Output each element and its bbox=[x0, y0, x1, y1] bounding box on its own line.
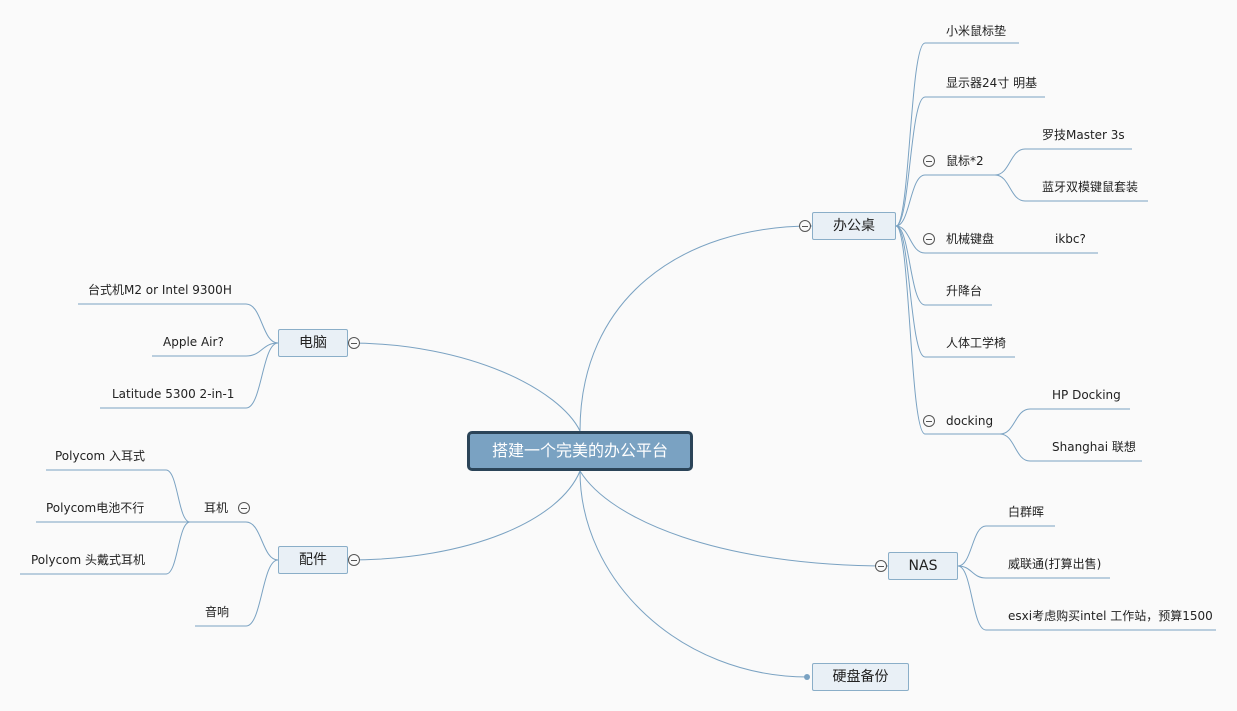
collapse-office-desk-icon[interactable] bbox=[799, 220, 811, 232]
branch-dot-icon bbox=[804, 674, 810, 680]
link-root-nas bbox=[579, 470, 889, 567]
topic-speaker[interactable]: 音响 bbox=[205, 605, 230, 619]
topic-keyboard[interactable]: 机械键盘 bbox=[946, 232, 995, 246]
collapse-earphones-icon[interactable] bbox=[238, 502, 250, 514]
topic-mouse[interactable]: 鼠标*2 bbox=[946, 154, 984, 168]
link-root-office-desk bbox=[579, 225, 813, 432]
topic-keyboard-item-1[interactable]: ikbc? bbox=[1055, 232, 1086, 246]
topic-computer-item-3[interactable]: Latitude 5300 2-in-1 bbox=[112, 387, 235, 401]
topic-mouse-pad[interactable]: 小米鼠标垫 bbox=[946, 24, 1007, 38]
topic-docking-item-2[interactable]: Shanghai 联想 bbox=[1052, 440, 1136, 454]
link-root-disk-backup bbox=[579, 470, 809, 678]
collapse-keyboard-icon[interactable] bbox=[923, 233, 935, 245]
topic-office-desk[interactable]: 办公桌 bbox=[812, 212, 896, 240]
topic-monitor[interactable]: 显示器24寸 明基 bbox=[946, 76, 1038, 90]
topic-lift-table[interactable]: 升降台 bbox=[946, 284, 983, 298]
collapse-accessories-icon[interactable] bbox=[348, 554, 360, 566]
topic-chair[interactable]: 人体工学椅 bbox=[946, 336, 1007, 350]
collapse-docking-icon[interactable] bbox=[923, 415, 935, 427]
topic-docking-item-1[interactable]: HP Docking bbox=[1052, 388, 1121, 402]
topic-docking[interactable]: docking bbox=[946, 414, 994, 428]
topic-earphones[interactable]: 耳机 bbox=[204, 501, 229, 515]
topic-disk-backup[interactable]: 硬盘备份 bbox=[812, 663, 909, 691]
topic-earphones-item-1[interactable]: Polycom 入耳式 bbox=[55, 449, 146, 463]
topic-nas[interactable]: NAS bbox=[888, 552, 958, 580]
collapse-mouse-icon[interactable] bbox=[923, 155, 935, 167]
topic-nas-item-2[interactable]: 威联通(打算出售) bbox=[1008, 557, 1102, 571]
link-root-accessories bbox=[347, 470, 581, 561]
root-topic[interactable]: 搭建一个完美的办公平台 bbox=[467, 431, 693, 471]
collapse-computer-icon[interactable] bbox=[348, 337, 360, 349]
topic-nas-item-1[interactable]: 白群晖 bbox=[1008, 505, 1045, 519]
collapse-nas-icon[interactable] bbox=[875, 560, 887, 572]
topic-computer-item-1[interactable]: 台式机M2 or Intel 9300H bbox=[88, 283, 232, 297]
topic-earphones-item-2[interactable]: Polycom电池不行 bbox=[46, 501, 145, 515]
topic-earphones-item-3[interactable]: Polycom 头戴式耳机 bbox=[31, 553, 146, 567]
topic-computer-item-2[interactable]: Apple Air? bbox=[163, 335, 224, 349]
link-root-computer bbox=[347, 342, 581, 432]
topic-mouse-item-1[interactable]: 罗技Master 3s bbox=[1042, 128, 1125, 142]
topic-mouse-item-2[interactable]: 蓝牙双模键鼠套装 bbox=[1042, 180, 1139, 194]
topic-accessories[interactable]: 配件 bbox=[278, 546, 348, 574]
topic-nas-item-3[interactable]: esxi考虑购买intel 工作站，预算1500 bbox=[1008, 609, 1213, 623]
topic-computer[interactable]: 电脑 bbox=[278, 329, 348, 357]
